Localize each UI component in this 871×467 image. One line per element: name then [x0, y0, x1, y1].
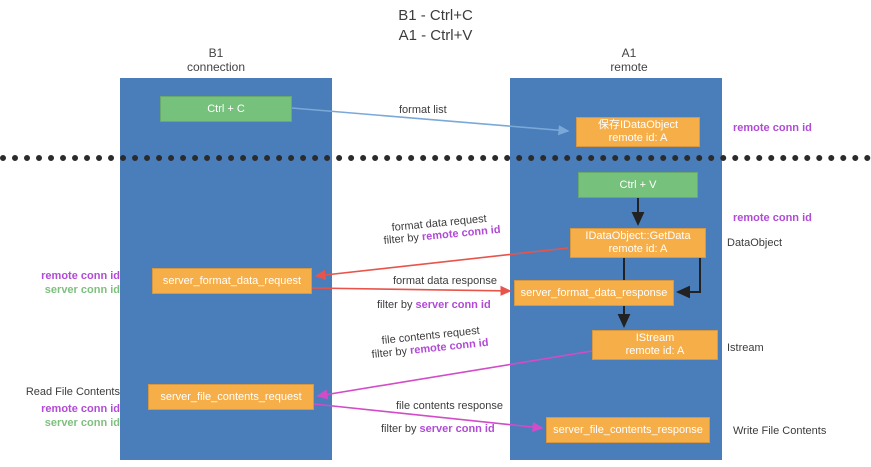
annotation-text: server conn id [44, 417, 120, 429]
node-server-format-data-request[interactable]: server_format_data_request [152, 268, 312, 294]
annotation-right-remote-conn-id-1: remote conn id [733, 121, 812, 135]
annotation-text: remote conn id [733, 122, 812, 134]
edge-label-format-list: format list [399, 103, 447, 117]
edge-filter-prefix: filter by [381, 423, 420, 435]
lane-header-b1-role: connection [186, 60, 246, 74]
node-istream[interactable]: IStream remote id: A [592, 330, 718, 360]
node-ctrl-v-label: Ctrl + V [619, 178, 657, 191]
edge-label-format-data-response-text: format data response [393, 275, 497, 287]
edge-filter-key-server-conn-id: server conn id [419, 423, 495, 435]
edge-filter-prefix: filter by [371, 344, 411, 361]
edge-label-format-data-response: format data response [393, 274, 497, 288]
title-line-1: B1 - Ctrl+C [398, 7, 473, 24]
annotation-left-conn-ids-bottom: remote conn id server conn id [22, 402, 120, 430]
annotation-text: remote conn id [733, 212, 812, 224]
node-ctrl-v[interactable]: Ctrl + V [578, 172, 698, 198]
annotation-left-read-file-contents: Read File Contents [10, 385, 120, 399]
node-server-file-contents-response[interactable]: server_file_contents_response [546, 417, 710, 443]
annotation-text: remote conn id [41, 270, 120, 282]
annotation-right-istream: Istream [727, 341, 764, 355]
node-idataobject-line2: remote id: A [608, 132, 668, 144]
lane-header-a1: A1 remote [553, 46, 705, 74]
edge-filter-prefix: filter by [383, 231, 423, 247]
node-server-file-contents-request[interactable]: server_file_contents_request [148, 384, 314, 410]
node-server-file-contents-response-label: server_file_contents_response [553, 423, 703, 436]
edge-filter-prefix: filter by [377, 299, 416, 311]
annotation-right-remote-conn-id-2: remote conn id [733, 211, 812, 225]
annotation-right-write-file-contents: Write File Contents [733, 424, 826, 438]
annotation-text: DataObject [727, 237, 783, 249]
annotation-text: server conn id [44, 284, 120, 296]
node-idataobject-line1: 保存IDataObject [597, 119, 679, 131]
annotation-text: Read File Contents [25, 386, 120, 398]
node-getdata-line2: remote id: A [608, 243, 668, 255]
node-server-format-data-response-label: server_format_data_response [520, 286, 668, 299]
lane-header-b1-name: B1 [208, 46, 224, 60]
annotation-text: remote conn id [41, 403, 120, 415]
annotation-text: Istream [727, 342, 764, 354]
annotation-text: Write File Contents [733, 425, 827, 437]
node-idataobject[interactable]: 保存IDataObject remote id: A [576, 117, 700, 147]
node-ctrl-c-label: Ctrl + C [207, 102, 245, 115]
edge-filter-format-data-response: filter by server conn id [377, 298, 491, 312]
node-server-format-data-request-label: server_format_data_request [162, 274, 302, 287]
lane-header-a1-role: remote [610, 60, 648, 74]
edge-filter-key-server-conn-id: server conn id [415, 299, 491, 311]
edge-label-file-contents-response: file contents response [396, 399, 503, 413]
annotation-right-dataobject: DataObject [727, 236, 782, 250]
phase-divider [0, 155, 871, 161]
node-istream-line2: remote id: A [625, 345, 685, 357]
node-istream-line1: IStream [635, 332, 675, 344]
edge-filter-file-contents-response: filter by server conn id [381, 422, 495, 436]
node-ctrl-c[interactable]: Ctrl + C [160, 96, 292, 122]
lane-header-a1-name: A1 [621, 46, 637, 60]
node-idataobject-getdata[interactable]: IDataObject::GetData remote id: A [570, 228, 706, 258]
edge-label-file-contents-response-text: file contents response [396, 400, 504, 412]
title-line-2: A1 - Ctrl+V [398, 27, 473, 44]
diagram-title: B1 - Ctrl+C A1 - Ctrl+V [0, 6, 871, 46]
annotation-left-conn-ids-top: remote conn id server conn id [22, 269, 120, 297]
edge-label-format-list-text: format list [399, 104, 447, 116]
node-getdata-line1: IDataObject::GetData [585, 230, 691, 242]
node-server-format-data-response[interactable]: server_format_data_response [514, 280, 674, 306]
lane-header-b1: B1 connection [140, 46, 292, 74]
node-server-file-contents-request-label: server_file_contents_request [160, 390, 302, 403]
